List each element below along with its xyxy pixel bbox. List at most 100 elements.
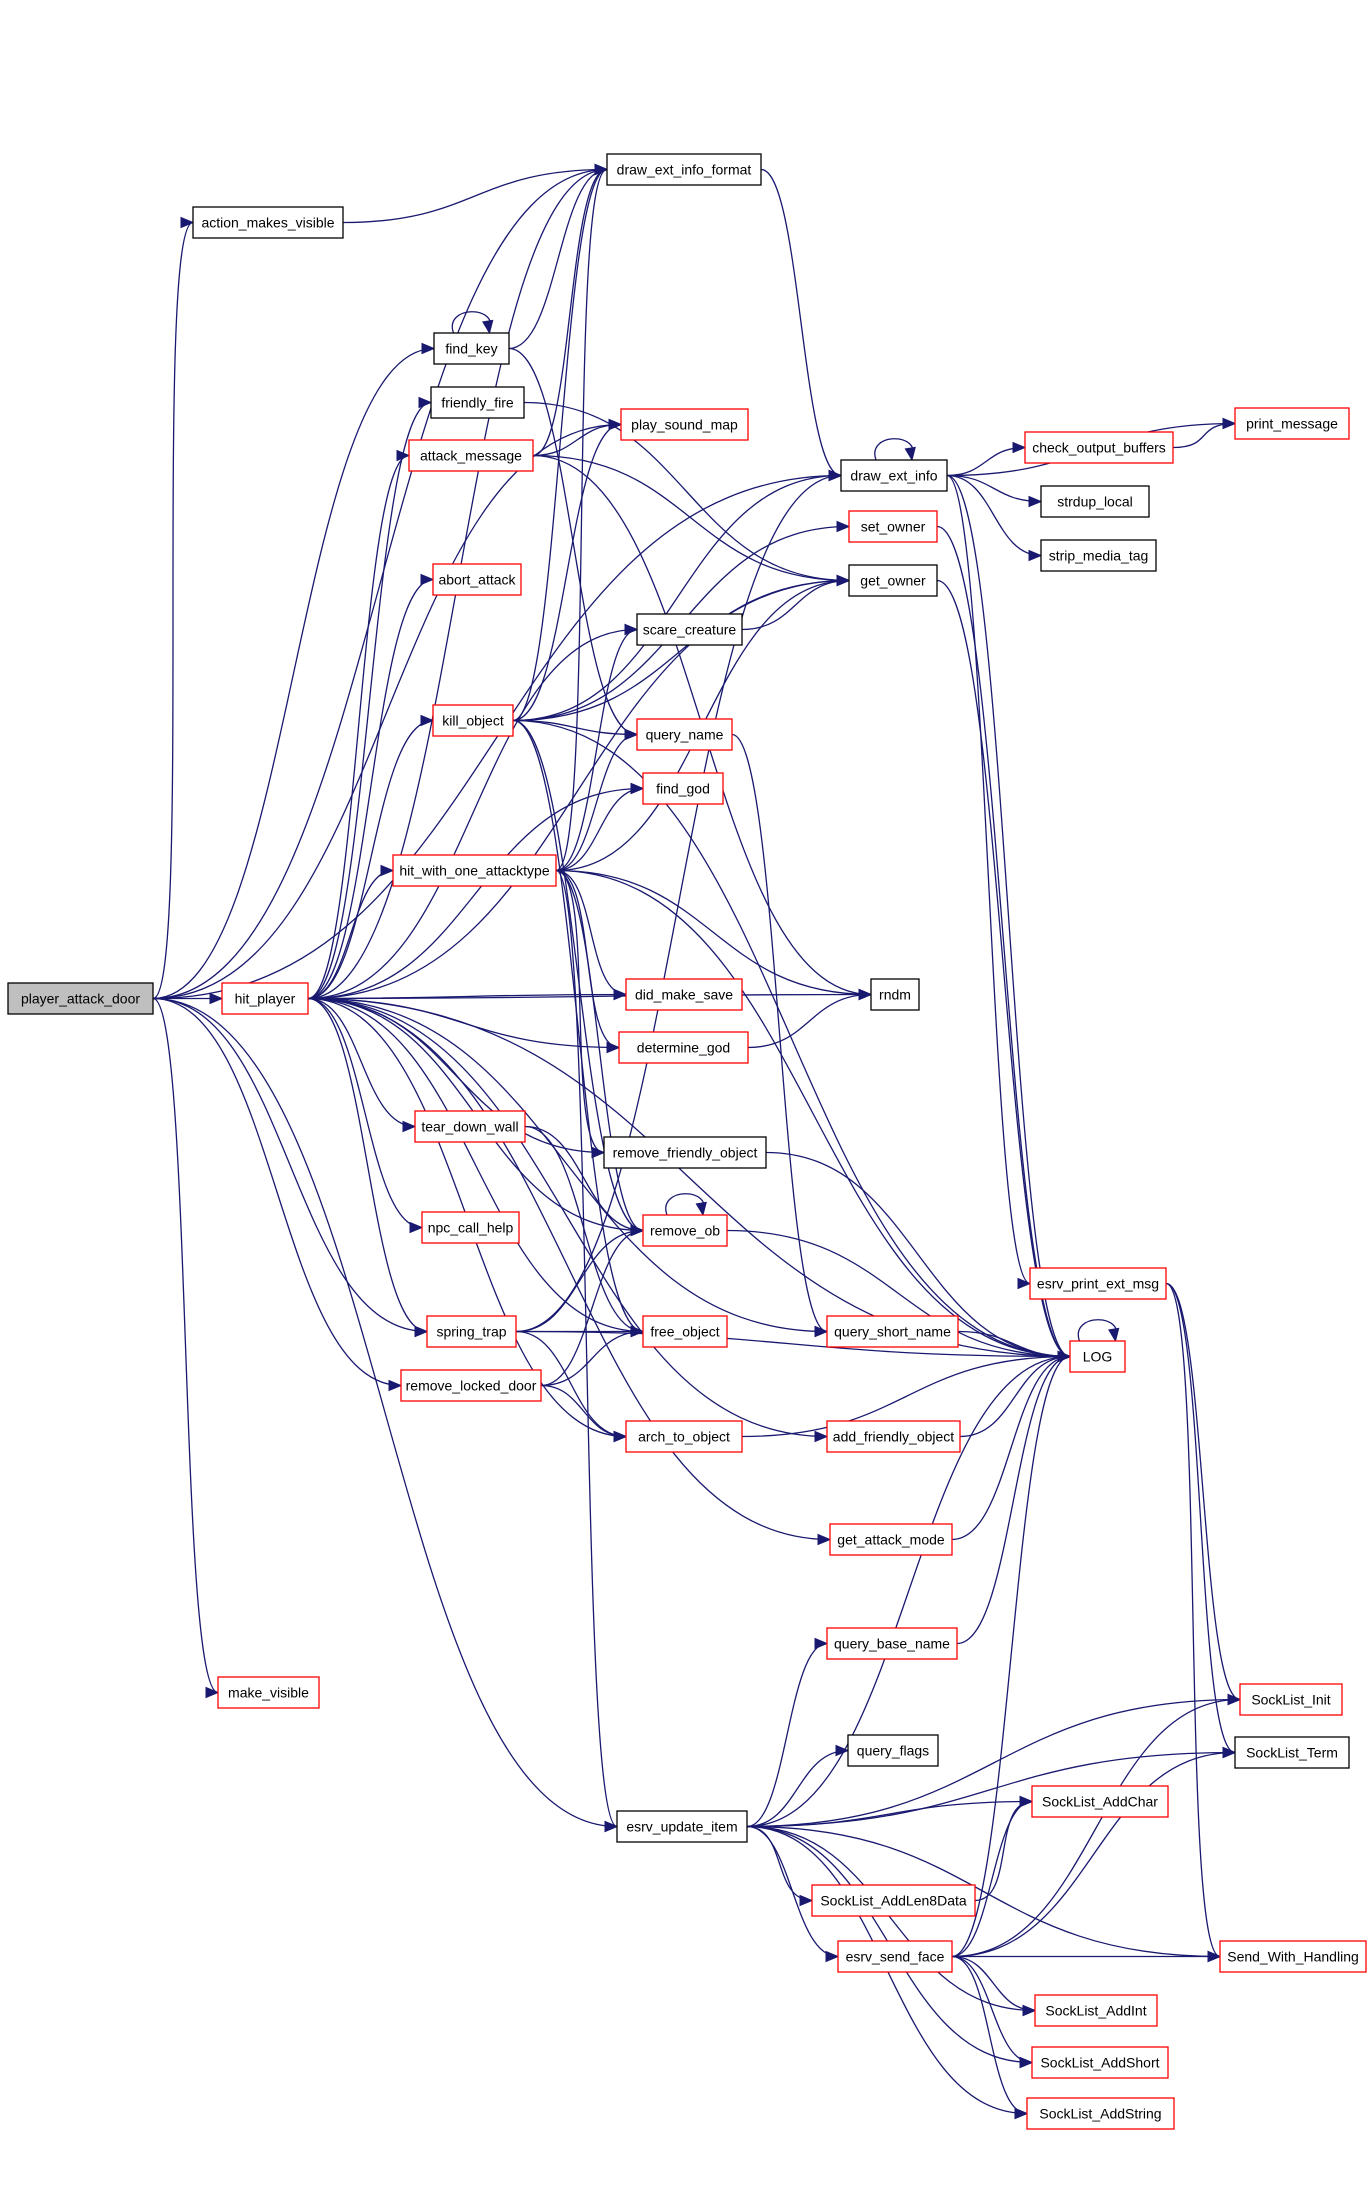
edge-arrowhead — [1012, 441, 1027, 454]
node-label: find_god — [656, 781, 710, 797]
node-make_visible[interactable]: make_visible — [217, 1676, 320, 1709]
edge-line — [746, 1355, 1071, 1828]
node-play_sound_map[interactable]: play_sound_map — [620, 408, 749, 441]
node-box — [421, 1211, 520, 1244]
edge-LOG-to-LOG — [1077, 1319, 1120, 1343]
node-box — [1029, 1267, 1167, 1300]
node-draw_ext_info_format[interactable]: draw_ext_info_format — [606, 153, 762, 186]
edge-line — [1165, 1282, 1236, 1754]
edge-draw_ext_info-to-strip_media_tag — [946, 474, 1043, 562]
node-box — [826, 1420, 961, 1453]
node-SockList_AddLen8Data[interactable]: SockList_AddLen8Data — [811, 1884, 976, 1917]
node-hit_with_one_attacktype[interactable]: hit_with_one_attacktype — [392, 854, 557, 887]
node-esrv_update_item[interactable]: esrv_update_item — [616, 1810, 748, 1843]
edge-arrowhead — [420, 714, 435, 727]
node-friendly_fire[interactable]: friendly_fire — [430, 386, 525, 419]
edge-line — [760, 168, 842, 477]
node-LOG[interactable]: LOG — [1069, 1340, 1126, 1373]
edge-arrowhead — [380, 864, 395, 877]
edge-hit_player-to-query_short_name — [307, 997, 829, 1338]
edge-action_makes_visible-to-draw_ext_info_format — [342, 163, 609, 224]
edge-remove_locked_door-to-arch_to_object — [540, 1384, 628, 1443]
node-scare_creature[interactable]: scare_creature — [636, 613, 743, 646]
node-hit_player[interactable]: hit_player — [221, 982, 309, 1015]
node-esrv_print_ext_msg[interactable]: esrv_print_ext_msg — [1029, 1267, 1167, 1300]
edge-arrowhead — [396, 449, 411, 462]
node-add_friendly_object[interactable]: add_friendly_object — [826, 1420, 961, 1453]
node-label: query_flags — [857, 1743, 929, 1759]
node-free_object[interactable]: free_object — [642, 1315, 728, 1348]
node-SockList_Init[interactable]: SockList_Init — [1239, 1683, 1343, 1716]
edge-player_attack_door-to-find_key — [152, 342, 436, 1000]
node-strip_media_tag[interactable]: strip_media_tag — [1040, 539, 1157, 572]
node-SockList_AddInt[interactable]: SockList_AddInt — [1034, 1994, 1158, 2027]
edge-line — [959, 1355, 1071, 1438]
node-determine_god[interactable]: determine_god — [618, 1031, 749, 1064]
edge-arrowhead — [814, 1430, 829, 1443]
edge-line — [508, 168, 608, 350]
node-box — [1239, 1683, 1343, 1716]
node-tear_down_wall[interactable]: tear_down_wall — [414, 1110, 526, 1143]
node-SockList_AddString[interactable]: SockList_AddString — [1026, 2097, 1175, 2130]
node-Send_With_Handling[interactable]: Send_With_Handling — [1219, 1940, 1367, 1973]
node-remove_friendly_object[interactable]: remove_friendly_object — [603, 1136, 767, 1169]
edge-line — [512, 719, 1071, 1358]
edge-esrv_send_face-to-SockList_AddString — [951, 1955, 1029, 2120]
node-strdup_local[interactable]: strdup_local — [1040, 485, 1150, 518]
edge-line — [555, 869, 1071, 1358]
node-remove_locked_door[interactable]: remove_locked_door — [400, 1369, 542, 1402]
node-check_output_buffers[interactable]: check_output_buffers — [1024, 431, 1174, 464]
node-find_god[interactable]: find_god — [642, 772, 724, 805]
node-SockList_AddChar[interactable]: SockList_AddChar — [1031, 1785, 1169, 1818]
node-abort_attack[interactable]: abort_attack — [432, 563, 522, 596]
edge-arrowhead — [624, 728, 639, 741]
node-draw_ext_info[interactable]: draw_ext_info — [840, 459, 948, 492]
node-npc_call_help[interactable]: npc_call_help — [421, 1211, 520, 1244]
node-esrv_send_face[interactable]: esrv_send_face — [837, 1940, 953, 1973]
node-remove_ob[interactable]: remove_ob — [642, 1214, 728, 1247]
node-label: rndm — [879, 987, 911, 1003]
edge-arrowhead — [608, 418, 623, 431]
node-label: play_sound_map — [631, 417, 738, 433]
edge-line — [540, 1229, 644, 1387]
node-action_makes_visible[interactable]: action_makes_visible — [192, 206, 344, 239]
node-box — [642, 1214, 728, 1247]
node-get_owner[interactable]: get_owner — [848, 564, 938, 597]
node-attack_message[interactable]: attack_message — [408, 439, 534, 472]
edge-line — [746, 1825, 1036, 2012]
edge-line — [152, 347, 435, 1000]
node-SockList_AddShort[interactable]: SockList_AddShort — [1031, 2046, 1169, 2079]
node-did_make_save[interactable]: did_make_save — [625, 978, 743, 1011]
edge-line — [746, 1749, 849, 1828]
edge-hit_player-to-hit_with_one_attacktype — [307, 864, 395, 1000]
node-query_flags[interactable]: query_flags — [847, 1734, 939, 1767]
node-box — [618, 1031, 749, 1064]
edge-arrowhead — [591, 1146, 606, 1159]
edge-line — [746, 1825, 1221, 1958]
edge-line — [512, 474, 842, 722]
node-query_name[interactable]: query_name — [636, 718, 733, 751]
node-set_owner[interactable]: set_owner — [848, 510, 938, 543]
edge-find_key-to-find_key — [451, 311, 494, 335]
node-arch_to_object[interactable]: arch_to_object — [625, 1420, 743, 1453]
edge-arrowhead — [695, 1201, 707, 1217]
edge-arrowhead — [799, 1894, 814, 1907]
edge-arrowhead — [1022, 2004, 1037, 2017]
node-query_short_name[interactable]: query_short_name — [826, 1315, 959, 1348]
node-rndm[interactable]: rndm — [870, 978, 920, 1011]
node-query_base_name[interactable]: query_base_name — [826, 1627, 958, 1660]
node-kill_object[interactable]: kill_object — [432, 704, 514, 737]
node-SockList_Term[interactable]: SockList_Term — [1234, 1736, 1350, 1769]
node-label: did_make_save — [635, 987, 733, 1003]
node-spring_trap[interactable]: spring_trap — [426, 1315, 517, 1348]
node-player_attack_door[interactable]: player_attack_door — [7, 982, 154, 1015]
edge-line — [307, 997, 828, 1333]
node-box — [1219, 1940, 1367, 1973]
node-print_message[interactable]: print_message — [1234, 407, 1350, 440]
edge-arrowhead — [205, 1686, 220, 1699]
edge-esrv_send_face-to-SockList_AddChar — [951, 1795, 1034, 1958]
node-label: esrv_print_ext_msg — [1037, 1276, 1159, 1292]
node-find_key[interactable]: find_key — [433, 332, 510, 365]
edge-arrowhead — [1207, 1950, 1222, 1963]
node-get_attack_mode[interactable]: get_attack_mode — [829, 1523, 953, 1556]
